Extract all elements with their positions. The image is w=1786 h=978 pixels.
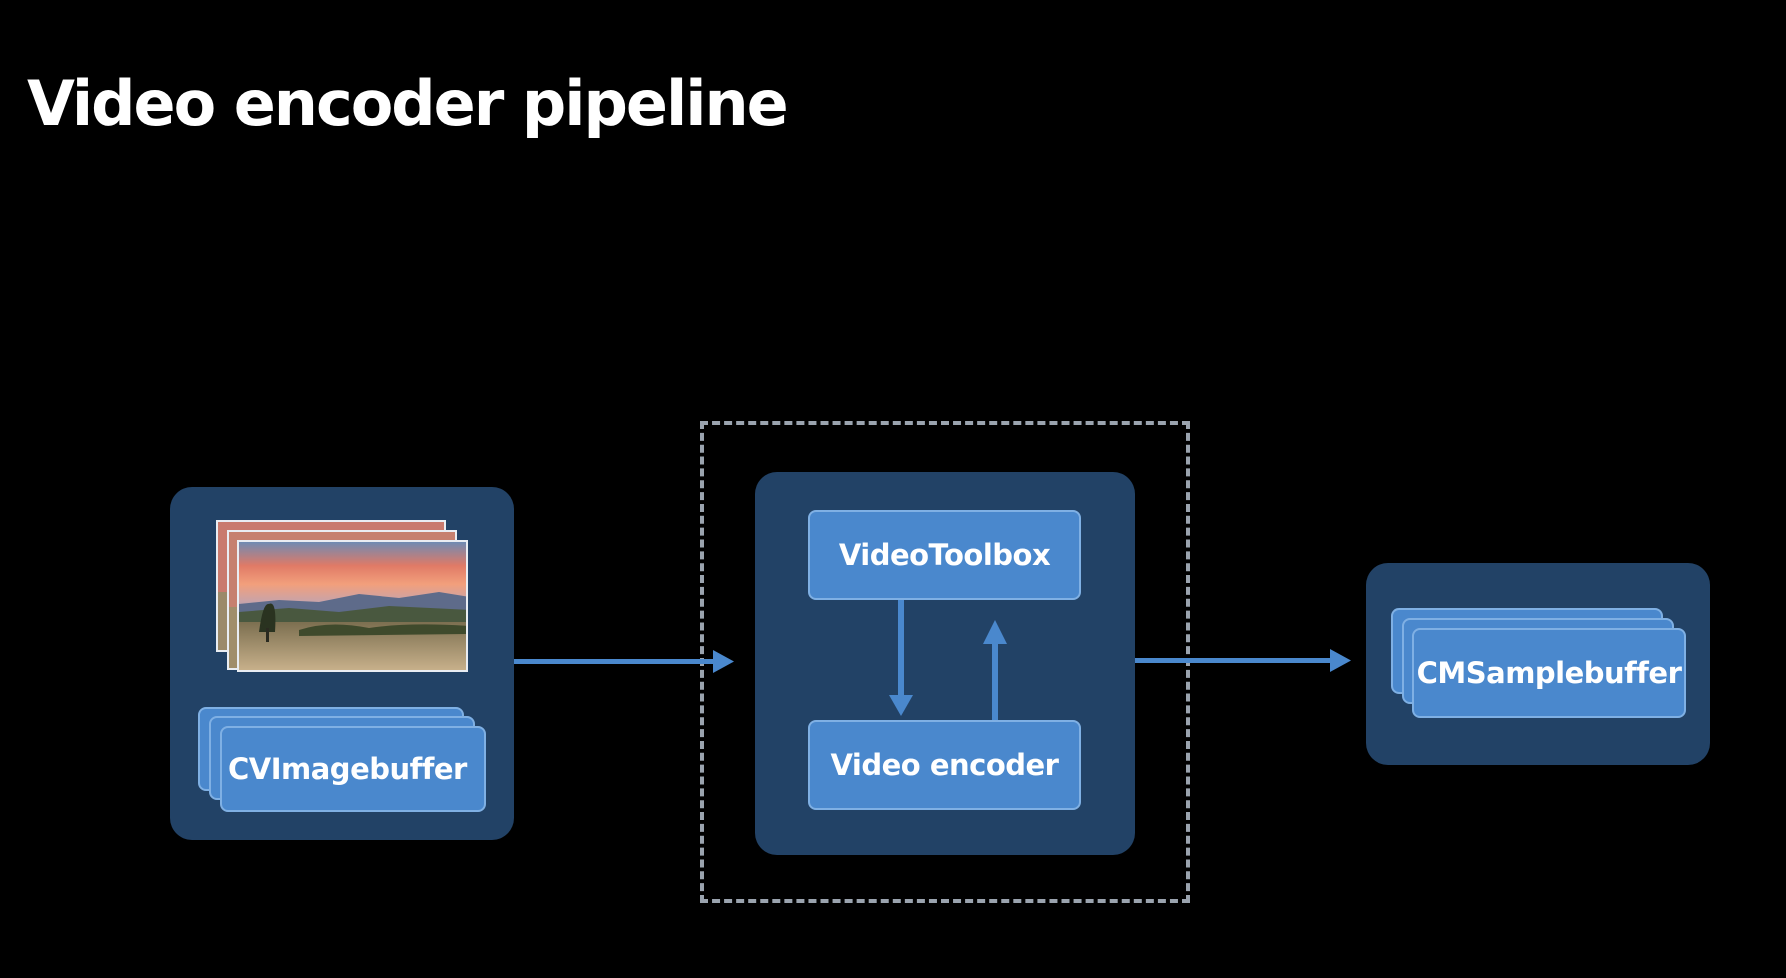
cmsamplebuffer-card <box>1412 628 1686 718</box>
videotoolbox-box <box>808 510 1081 600</box>
video-encoder-label: Video encoder <box>830 748 1059 782</box>
arrow-down-shaft <box>898 600 904 698</box>
cvimagebuffer-card <box>220 726 486 812</box>
arrow-up-shaft <box>992 641 998 720</box>
arrow-input-to-encoder-head <box>713 650 734 673</box>
videotoolbox-label: VideoToolbox <box>838 538 1051 572</box>
cmsamplebuffer-label: CMSamplebuffer <box>1416 656 1682 690</box>
arrow-encoder-to-output <box>1135 658 1335 663</box>
cvimagebuffer-label: CVImagebuffer <box>228 752 467 786</box>
arrow-up-head <box>983 620 1007 644</box>
arrow-encoder-to-output-head <box>1330 649 1351 672</box>
video-encoder-box <box>808 720 1081 810</box>
landscape-photo <box>237 540 468 672</box>
arrow-input-to-encoder <box>514 659 716 664</box>
arrow-down-head <box>889 695 913 716</box>
slide-title: Video encoder pipeline <box>27 67 789 140</box>
